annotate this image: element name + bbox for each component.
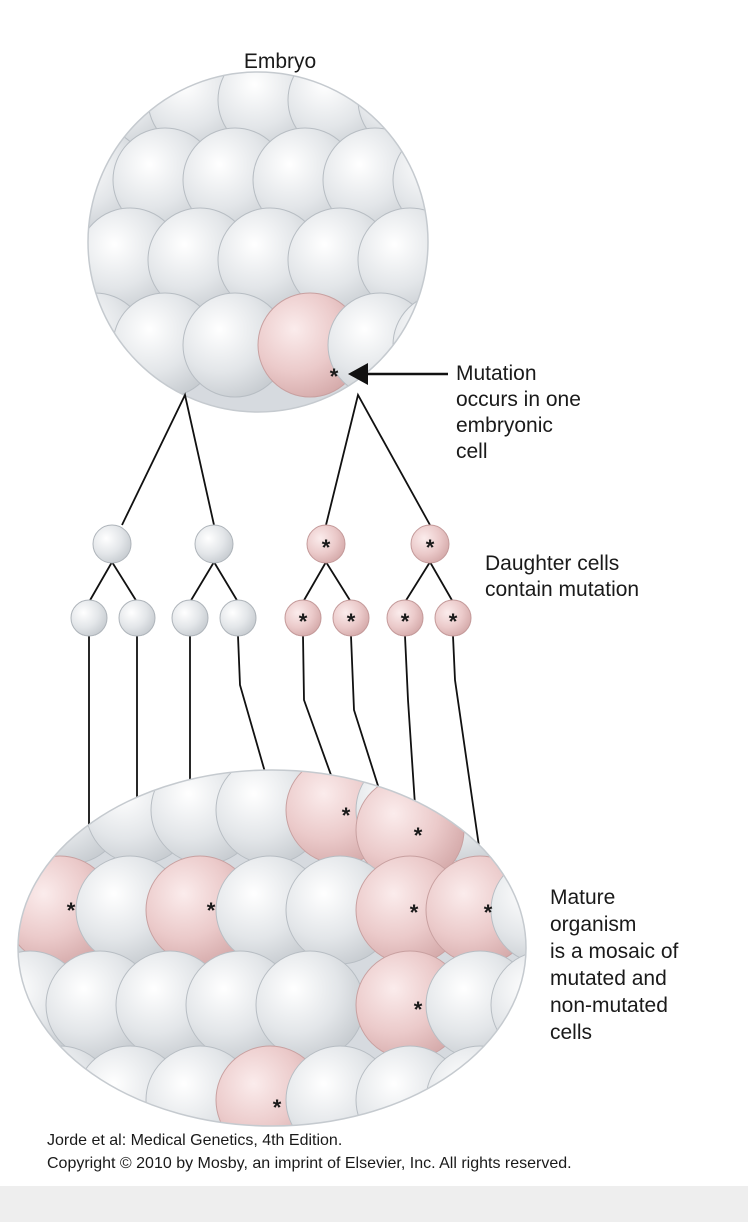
mature-cell-marker: * bbox=[414, 997, 423, 1022]
mature-note-line: cells bbox=[550, 1021, 592, 1044]
daughter-cell-normal bbox=[92, 524, 132, 564]
granddaughter-cell-marker: * bbox=[449, 609, 458, 634]
mature-cell-marker: * bbox=[484, 900, 493, 925]
daughter-cell-mutated bbox=[306, 524, 346, 564]
granddaughter-cell-marker: * bbox=[299, 609, 308, 634]
mature-note-line: Mature bbox=[550, 886, 615, 909]
daughter-note-line: Daughter cells bbox=[485, 552, 619, 575]
mature-note-line: organism bbox=[550, 913, 636, 936]
granddaughter-cell-normal bbox=[219, 599, 257, 637]
credit-line-2: Copyright © 2010 by Mosby, an imprint of… bbox=[47, 1155, 572, 1172]
embryo-mutated-cell-marker: * bbox=[330, 364, 339, 389]
mature-cell-marker: * bbox=[410, 900, 419, 925]
granddaughter-cell-normal bbox=[118, 599, 156, 637]
granddaughter-cell-mutated bbox=[434, 599, 472, 637]
embryo bbox=[87, 71, 429, 413]
footer-band bbox=[0, 1186, 748, 1222]
embryo-label: Embryo bbox=[244, 50, 316, 73]
mutation-note-line: embryonic bbox=[456, 414, 553, 437]
mutation-note-line: cell bbox=[456, 440, 488, 463]
daughter-cell-mutated bbox=[410, 524, 450, 564]
mutation-note: Mutation occurs in one embryonic cell bbox=[456, 362, 587, 463]
daughter-cell-marker: * bbox=[426, 535, 435, 560]
granddaughter-cell-normal bbox=[171, 599, 209, 637]
mutation-arrow bbox=[348, 363, 448, 385]
mature-cell-marker: * bbox=[273, 1095, 282, 1120]
daughter-note: Daughter cells contain mutation bbox=[485, 552, 639, 601]
mature-cell-marker: * bbox=[67, 898, 76, 923]
mature-note-line: non-mutated bbox=[550, 994, 668, 1017]
mature-note-line: is a mosaic of bbox=[550, 940, 679, 963]
mature-cell-marker: * bbox=[207, 898, 216, 923]
mature-markers: * * * * * * * * bbox=[67, 803, 493, 1120]
granddaughter-cell-normal bbox=[70, 599, 108, 637]
granddaughter-cell-mutated bbox=[386, 599, 424, 637]
daughter-cell-marker: * bbox=[322, 535, 331, 560]
granddaughter-cell-mutated bbox=[284, 599, 322, 637]
granddaughter-cell-marker: * bbox=[401, 609, 410, 634]
organism-cell-normal bbox=[255, 950, 365, 1060]
mature-cell-marker: * bbox=[342, 803, 351, 828]
daughter-cell-normal bbox=[194, 524, 234, 564]
mutation-note-line: occurs in one bbox=[456, 388, 581, 411]
mature-note-line: mutated and bbox=[550, 967, 667, 990]
credit-line-1: Jorde et al: Medical Genetics, 4th Editi… bbox=[47, 1132, 342, 1149]
organism-cell-normal bbox=[425, 1045, 526, 1126]
mature-cell-marker: * bbox=[414, 823, 423, 848]
daughter-note-line: contain mutation bbox=[485, 578, 639, 601]
daughter-markers: * * * * * * bbox=[299, 535, 458, 634]
daughter-cells bbox=[70, 524, 472, 637]
mature-note: Mature organism is a mosaic of mutated a… bbox=[550, 886, 684, 1044]
mutation-note-line: Mutation bbox=[456, 362, 537, 385]
embryo-cell-normal bbox=[327, 292, 428, 398]
granddaughter-cell-mutated bbox=[332, 599, 370, 637]
granddaughter-cell-marker: * bbox=[347, 609, 356, 634]
